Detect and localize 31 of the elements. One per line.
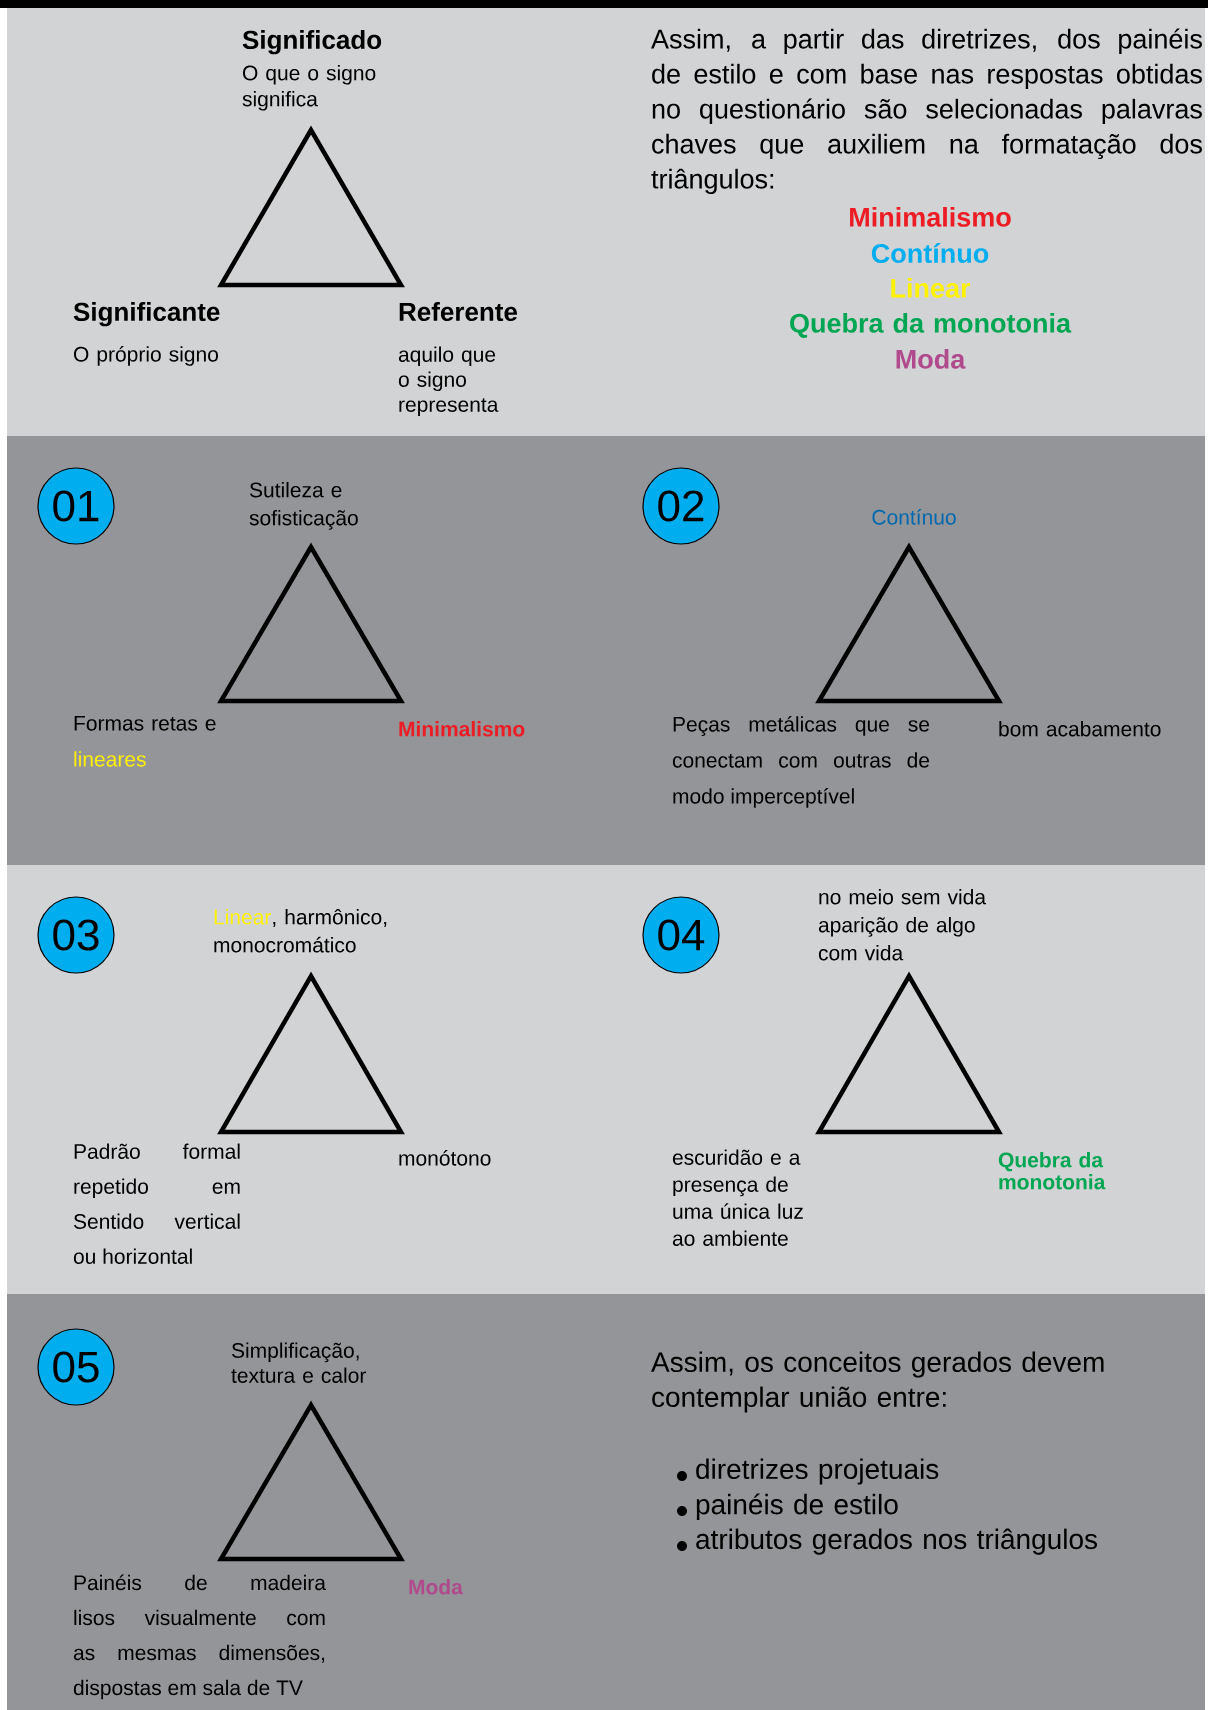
vertex-label: O próprio signo [74, 346, 218, 366]
keyword: Contínuo [872, 509, 956, 525]
list-item: painéis de estilo [696, 1493, 898, 1520]
vertex-label: Padrão formal repetido em Sentido vertical ou horizontal [73, 1143, 240, 1264]
heading: Significante [73, 302, 220, 327]
vertex-label: Peças metálicas que se conectam com outras de modo imperceptível [672, 716, 930, 808]
keyword: Quebra da monotonia [998, 1152, 1106, 1190]
vertex-label: no meio sem vida aparição de algo com vida [818, 889, 987, 961]
paragraph: Assim, os conceitos gerados devem contemplar união entre: [651, 1351, 1104, 1413]
vertex-label: aquilo que o signo representa [398, 346, 499, 417]
list-item: diretrizes projetuais [696, 1458, 939, 1485]
vertex-label: Formas retas e lineares [74, 716, 216, 767]
vertex-label: monótono [399, 1150, 491, 1166]
heading: Significado [242, 30, 382, 55]
vertex-label: Sutileza e sofisticação [249, 482, 358, 530]
vertex-label: bom acabamento [999, 721, 1161, 737]
vertex-label: Linear, harmônico, monocromático [214, 909, 387, 953]
vertex-label: O que o signo significa [242, 65, 376, 111]
keyword: Moda [896, 349, 966, 369]
keyword: Minimalismo [850, 207, 1011, 227]
vertex-label: escuridão e a presença de uma única luz ao ambiente [672, 1149, 803, 1246]
list-item: atributos gerados nos triângulos [696, 1528, 1097, 1555]
vertex-label: Simplificação, textura e calor [231, 1342, 366, 1383]
heading: Referente [399, 302, 518, 322]
keyword: Linear [891, 278, 971, 298]
vertex-label: Painéis de madeira lisos visualmente com as mesmas dimensões, dispostas em sala de TV [73, 1574, 326, 1700]
keyword: Moda [409, 1579, 463, 1595]
keyword: Minimalismo [399, 721, 525, 737]
keyword: Quebra da monotonia [790, 313, 1072, 338]
paragraph: Assim, a partir das diretrizes, dos painéis de estilo e com base nas respostas obtidas no questionário são selecionadas palavras chaves que auxiliem na formatação dos triângulos: [651, 28, 1202, 194]
keyword: Contínuo [871, 243, 989, 264]
